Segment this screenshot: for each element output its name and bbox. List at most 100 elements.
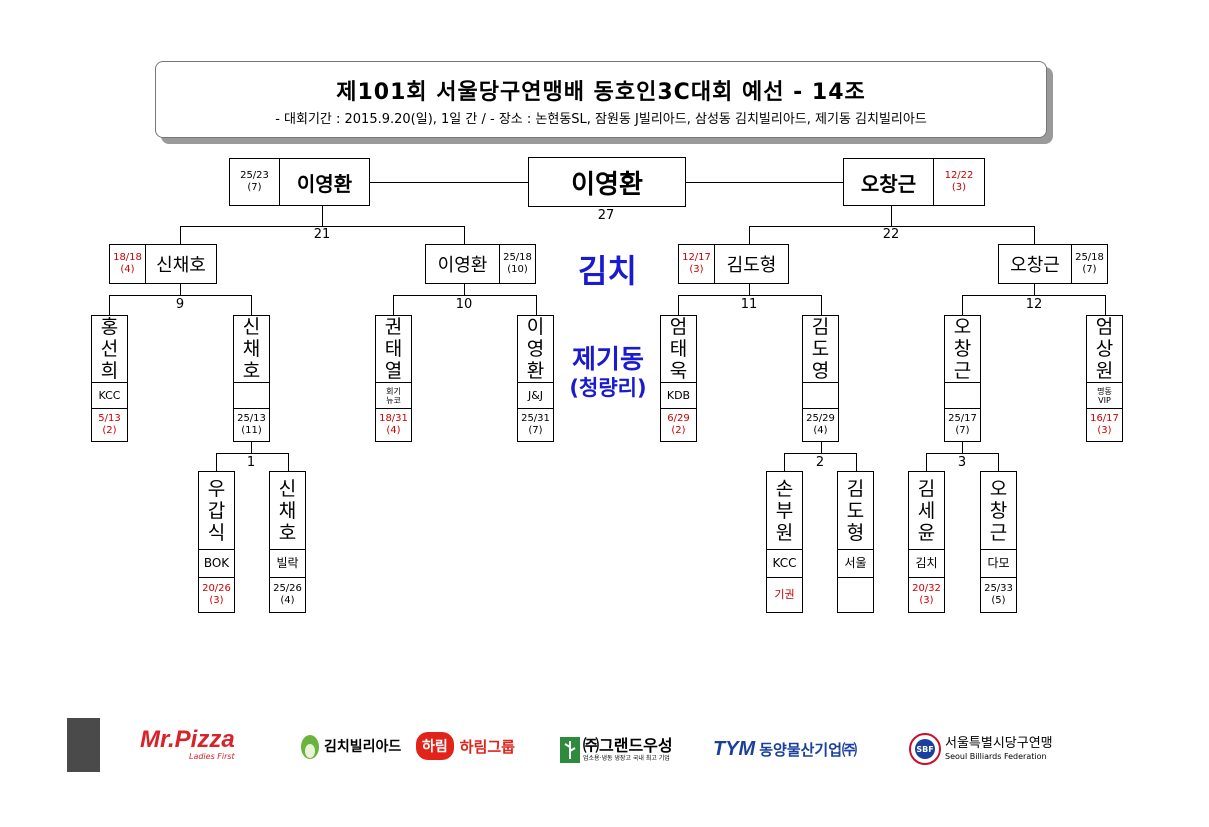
- match-number-3: 3: [957, 455, 967, 470]
- player-name: 김 세 윤: [909, 472, 944, 550]
- bracket-line: [749, 283, 750, 295]
- final-right-name: 오창근: [844, 159, 934, 205]
- venue-sub-name: 제기동: [572, 345, 644, 375]
- title-box: 제101회 서울당구연맹배 동호인3C대회 예선 - 14조 - 대회기간 : …: [155, 61, 1047, 138]
- mrpizza-text: Mr.Pizza: [140, 726, 235, 753]
- bracket-line: [369, 182, 529, 183]
- player-club: [234, 383, 269, 409]
- harim-logo: 하림 하림그룹: [416, 730, 515, 762]
- bracket-line: [216, 453, 217, 471]
- bracket-line: [926, 453, 998, 454]
- player-club: J&J: [518, 383, 553, 409]
- bracket-line: [998, 453, 999, 471]
- player-name: 김 도 형: [838, 472, 873, 550]
- harim-text: 하림그룹: [459, 737, 515, 756]
- player-card: 이 영 환 J&J 25/31 (7): [517, 315, 554, 442]
- player-club: 서울: [838, 550, 873, 578]
- player-club: 다모: [981, 550, 1016, 578]
- player-name: 엄 상 원: [1087, 316, 1122, 383]
- player-score: 25/17 (7): [948, 413, 977, 436]
- venue-name: 김치: [578, 252, 637, 290]
- player-card: 김 세 윤 김치 20/32 (3): [908, 471, 945, 613]
- semi-player-name: 오창근: [999, 245, 1072, 283]
- player-score: 20/26 (3): [202, 583, 231, 606]
- kimchi-text: 김치빌리아드: [324, 739, 402, 755]
- player-card: 오 창 근 25/17 (7): [944, 315, 981, 442]
- dongyang-logo: TYM 동양물산기업㈜: [713, 735, 857, 763]
- player-club: 명동 VIP: [1087, 383, 1122, 409]
- player-club: 회기 뉴코: [376, 383, 411, 409]
- player-score: 18/31 (4): [379, 413, 408, 436]
- player-card: 오 창 근 다모 25/33 (5): [980, 471, 1017, 613]
- semi-player-name: 이영환: [426, 245, 500, 283]
- final-left-box: 25/23 (7) 이영환: [229, 158, 370, 206]
- player-club: KCC: [767, 550, 802, 578]
- final-left-score: 25/23 (7): [230, 159, 280, 205]
- grand-sub: 업소용·냉동 냉장고 국내 최고 기업: [583, 755, 670, 762]
- page-subtitle: - 대회기간 : 2015.9.20(일), 1일 간 / - 장소 : 논현동…: [275, 112, 927, 127]
- match-number-1: 1: [246, 455, 256, 470]
- bracket-line: [962, 295, 1105, 296]
- semi-player-box: 12/17 (3) 김도형: [678, 244, 789, 284]
- mrpizza-logo: Mr.Pizza Ladies First: [140, 728, 235, 768]
- bracket-line: [393, 295, 394, 315]
- match-number-21: 21: [313, 227, 331, 242]
- player-card: 홍 선 희 KCC 5/13 (2): [91, 315, 128, 442]
- bracket-line: [180, 226, 181, 244]
- leaf-icon: [560, 737, 580, 763]
- player-name: 이 영 환: [518, 316, 553, 383]
- cabbage-icon: [301, 735, 319, 759]
- sponsor-side-bar: [67, 718, 100, 772]
- player-card: 신 채 호 빌락 25/26 (4): [269, 471, 306, 613]
- bracket-line: [1034, 226, 1035, 244]
- player-score: 기권: [774, 588, 795, 601]
- bracket-line: [821, 295, 822, 315]
- mrpizza-sub: Ladies First: [188, 752, 235, 761]
- semi-player-box: 18/18 (4) 신채호: [109, 244, 217, 284]
- bracket-line: [678, 295, 679, 315]
- player-score: 5/13 (2): [98, 413, 121, 436]
- semi-player-name: 김도형: [726, 255, 777, 276]
- bracket-line: [251, 441, 252, 453]
- match-number-9: 9: [175, 297, 185, 312]
- player-name: 김 도 영: [803, 316, 838, 383]
- bracket-line: [536, 295, 537, 315]
- bracket-line: [288, 453, 289, 471]
- kimchi-billiards-logo: 김치빌리아드: [298, 730, 401, 762]
- bracket-line: [926, 453, 927, 471]
- player-name: 신 채 호: [234, 316, 269, 383]
- player-name: 권 태 열: [376, 316, 411, 383]
- bracket-line: [1034, 283, 1035, 295]
- semi-score: 25/18 (7): [1075, 252, 1104, 275]
- player-score: 20/32 (3): [912, 583, 941, 606]
- bracket-line: [678, 295, 821, 296]
- final-right-box: 오창근 12/22 (3): [843, 158, 985, 206]
- player-score: 16/17 (3): [1090, 413, 1119, 436]
- sbf-mark: SBF: [916, 745, 933, 754]
- match-number-12: 12: [1025, 297, 1043, 312]
- player-card: 손 부 원 KCC 기권: [766, 471, 803, 613]
- player-name: 오 창 근: [945, 316, 980, 383]
- bracket-line: [962, 295, 963, 315]
- semi-player-name: 신채호: [156, 255, 206, 276]
- sbf-logo: SBF 서울특별시당구연맹 Seoul Billiards Federation: [909, 732, 1053, 766]
- match-number-2: 2: [815, 455, 825, 470]
- bracket-line: [962, 441, 963, 453]
- champion-box: 이영환: [528, 157, 686, 207]
- final-right-score: 12/22 (3): [944, 170, 974, 193]
- player-score: [838, 578, 873, 612]
- player-club: KCC: [92, 383, 127, 409]
- grand-text: ㈜그랜드우성: [583, 736, 673, 755]
- bracket-line: [784, 453, 785, 471]
- bracket-line: [180, 226, 464, 227]
- sbf-ko: 서울특별시당구연맹: [945, 736, 1053, 751]
- bracket-line: [856, 453, 857, 471]
- player-club: 김치: [909, 550, 944, 578]
- player-card: 우 갑 식 BOK 20/26 (3): [198, 471, 235, 613]
- sbf-en: Seoul Billiards Federation: [945, 752, 1047, 761]
- tym-mark: TYM: [713, 737, 756, 760]
- bracket-line: [1105, 295, 1106, 315]
- player-club: KDB: [661, 383, 696, 409]
- bracket-line: [821, 441, 822, 453]
- bracket-line: [109, 295, 251, 296]
